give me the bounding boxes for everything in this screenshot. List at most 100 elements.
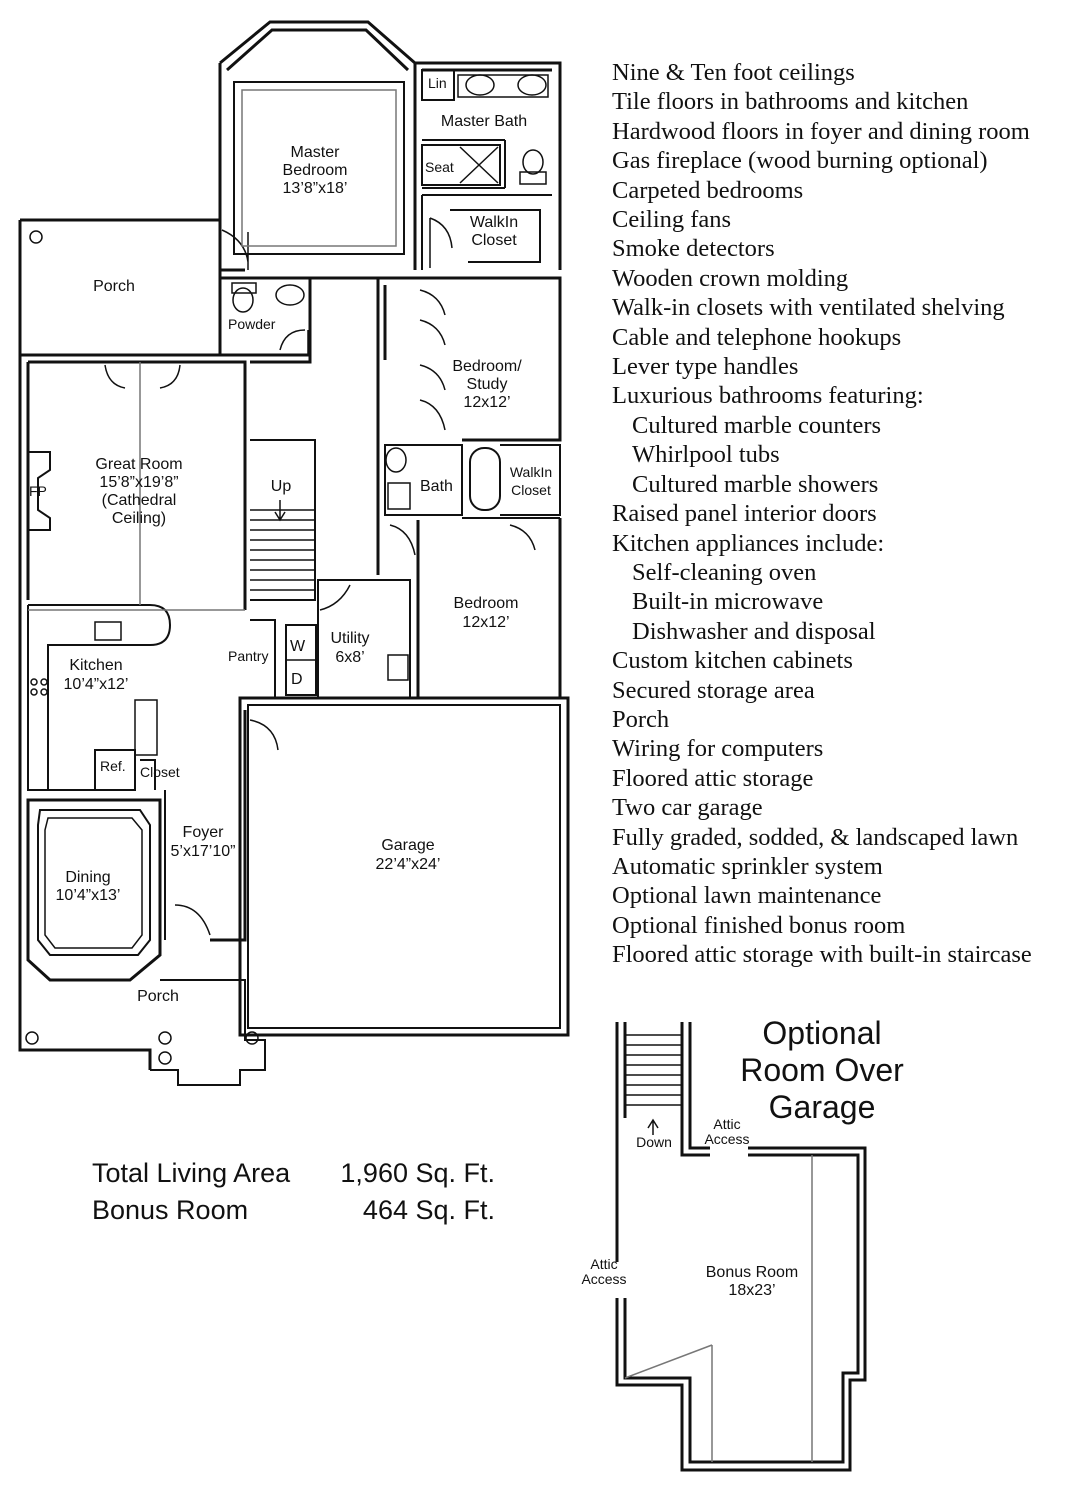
label-bedroom-study-size: 12x12’ (463, 394, 510, 411)
label-garage: Garage (381, 837, 434, 854)
feature-item: Kitchen appliances include: (612, 529, 885, 557)
label-line: Ceiling) (112, 510, 166, 527)
label-line: Closet (511, 482, 551, 498)
label-dining: Dining (65, 869, 110, 886)
label-dryer: D (291, 671, 303, 688)
bonus-area-value: 464 Sq. Ft. (363, 1195, 495, 1225)
label-fp: FP (29, 483, 47, 499)
label-down: Down (636, 1134, 672, 1150)
label-line: WalkIn (470, 214, 518, 231)
stair-treads (250, 500, 315, 591)
feature-item: Self-cleaning oven (632, 558, 817, 586)
label-line: Garage (769, 1089, 876, 1125)
feature-item: Floored attic storage (612, 764, 814, 792)
feature-item: Raised panel interior doors (612, 500, 877, 528)
feature-item: Two car garage (612, 794, 763, 822)
feature-item: Optional lawn maintenance (612, 882, 882, 910)
feature-item: Lever type handles (612, 353, 799, 381)
feature-item: Wooden crown molding (612, 264, 849, 292)
total-area-label: Total Living Area (92, 1158, 291, 1188)
feature-item: Built-in microwave (632, 588, 824, 616)
feature-item: Tile floors in bathrooms and kitchen (612, 88, 969, 116)
label-line: Access (581, 1271, 626, 1287)
label-powder: Powder (228, 316, 276, 332)
label-line: Optional (762, 1015, 881, 1051)
bonus-area-label: Bonus Room (92, 1195, 248, 1225)
feature-item: Secured storage area (612, 676, 815, 704)
label-kitchen-size: 10’4”x12’ (64, 676, 129, 693)
label-porch-top: Porch (93, 278, 135, 295)
feature-item: Automatic sprinkler system (612, 852, 883, 880)
feature-item: Smoke detectors (612, 235, 775, 263)
label-kitchen: Kitchen (69, 657, 122, 674)
area-summary: Total Living Area 1,960 Sq. Ft. Bonus Ro… (92, 1158, 495, 1225)
feature-item: Fully graded, sodded, & landscaped lawn (612, 823, 1019, 851)
label-dining-size: 10’4”x13’ (56, 887, 121, 904)
label-washer: W (290, 638, 306, 655)
feature-item: Walk-in closets with ventilated shelving (612, 294, 1005, 322)
feature-item: Luxurious bathrooms featuring: (612, 382, 924, 410)
feature-item: Cultured marble counters (632, 411, 882, 439)
feature-item: Ceiling fans (612, 206, 732, 234)
label-utility-size: 6x8’ (335, 649, 364, 666)
label-line: Bedroom (283, 162, 348, 179)
label-lin: Lin (428, 75, 447, 91)
label-garage-size: 22’4”x24’ (376, 856, 441, 873)
label-bedroom-study: Bedroom/Study (452, 358, 522, 393)
label-line: Study (467, 376, 508, 393)
label-up: Up (271, 478, 292, 495)
label-line: Bedroom/ (452, 358, 522, 375)
label-porch-bottom: Porch (137, 988, 179, 1005)
feature-item: Nine & Ten foot ceilings (612, 59, 855, 86)
label-great-room: Great Room (95, 456, 182, 473)
label-closet: Closet (140, 764, 180, 780)
tray-ceiling (233, 81, 405, 255)
label-bedroom: Bedroom (454, 595, 519, 612)
label-bonus-room-size: 18x23’ (728, 1282, 775, 1299)
label-master-bath: Master Bath (441, 113, 527, 130)
label-line: Closet (471, 232, 517, 249)
label-master-bedroom-size: 13’8”x18’ (283, 180, 348, 197)
label-utility: Utility (330, 630, 369, 647)
feature-item: Cultured marble showers (632, 470, 879, 498)
label-bedroom-size: 12x12’ (462, 614, 509, 631)
feature-item: Carpeted bedrooms (612, 176, 804, 204)
label-seat: Seat (425, 159, 454, 175)
label-bath: Bath (420, 478, 453, 495)
label-bonus-room: Bonus Room (706, 1264, 799, 1281)
total-area-value: 1,960 Sq. Ft. (340, 1158, 495, 1188)
label-line: Attic (713, 1116, 740, 1132)
label-ref: Ref. (100, 758, 126, 774)
label-line: WalkIn (510, 464, 552, 480)
feature-item: Hardwood floors in foyer and dining room (612, 117, 1030, 145)
label-great-room-size: 15’8”x19’8” (99, 474, 178, 491)
feature-item: Wiring for computers (612, 735, 824, 763)
label-line: Room Over (740, 1052, 904, 1088)
label-line: Master (291, 144, 341, 161)
feature-item: Whirlpool tubs (632, 441, 780, 469)
feature-item: Dishwasher and disposal (632, 617, 876, 645)
feature-item: Gas fireplace (wood burning optional) (612, 147, 988, 175)
feature-item: Floored attic storage with built-in stai… (612, 941, 1032, 969)
feature-item: Custom kitchen cabinets (612, 647, 853, 675)
feature-item: Porch (612, 705, 670, 733)
label-foyer: Foyer (183, 824, 225, 841)
label-line: (Cathedral (102, 492, 177, 509)
feature-item: Optional finished bonus room (612, 911, 906, 939)
label-pantry: Pantry (228, 648, 268, 664)
optional-stair-treads (625, 1034, 682, 1106)
main-floor-walls (18, 20, 570, 1086)
label-line: Access (704, 1131, 749, 1147)
label-line: Attic (590, 1256, 617, 1272)
